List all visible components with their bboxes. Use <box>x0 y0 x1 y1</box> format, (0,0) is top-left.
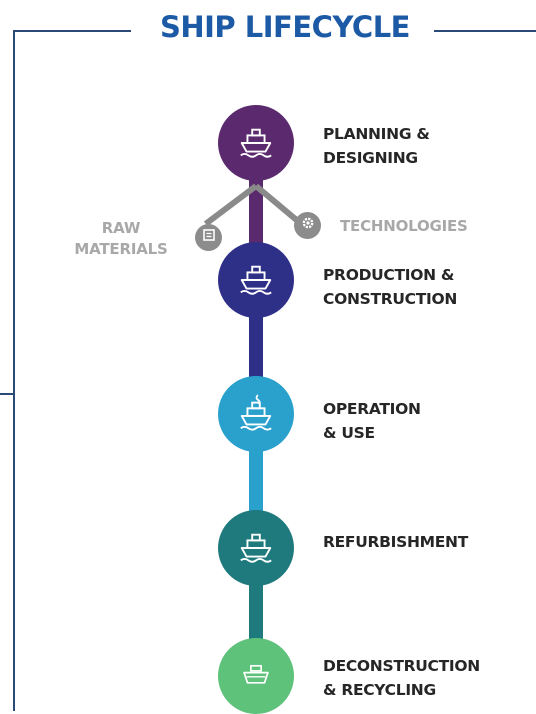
stage-label-deconstruction: DECONSTRUCTION & RECYCLING <box>323 657 480 699</box>
stage-node-operation <box>218 376 294 452</box>
ship-icon <box>237 529 275 567</box>
ship-icon <box>237 261 275 299</box>
gear-icon <box>300 215 316 236</box>
raw-materials-label: RAW MATERIALS <box>74 219 168 258</box>
stage-node-refurbishment <box>218 510 294 586</box>
frame-left-line <box>13 30 15 711</box>
recycled-ship-icon <box>239 659 273 693</box>
frame-top-left-line <box>13 30 131 32</box>
frame-top-right-line <box>434 30 536 32</box>
raw-materials-node <box>195 224 222 251</box>
diagram-title: SHIP LIFECYCLE <box>159 10 411 44</box>
stage-node-deconstruction <box>218 638 294 714</box>
ship-icon <box>237 124 275 162</box>
stage-node-production <box>218 242 294 318</box>
stage-label-planning: PLANNING & DESIGNING <box>323 125 430 167</box>
document-icon <box>202 228 216 247</box>
technologies-node <box>294 212 321 239</box>
stage-node-planning <box>218 105 294 181</box>
technologies-label: TECHNOLOGIES <box>340 217 468 235</box>
ship-with-smoke-icon <box>237 393 275 435</box>
stage-label-production: PRODUCTION & CONSTRUCTION <box>323 266 458 308</box>
frame-left-tick <box>0 393 14 395</box>
stage-label-refurbishment: REFURBISHMENT <box>323 533 469 551</box>
stage-label-operation: OPERATION & USE <box>323 400 421 442</box>
